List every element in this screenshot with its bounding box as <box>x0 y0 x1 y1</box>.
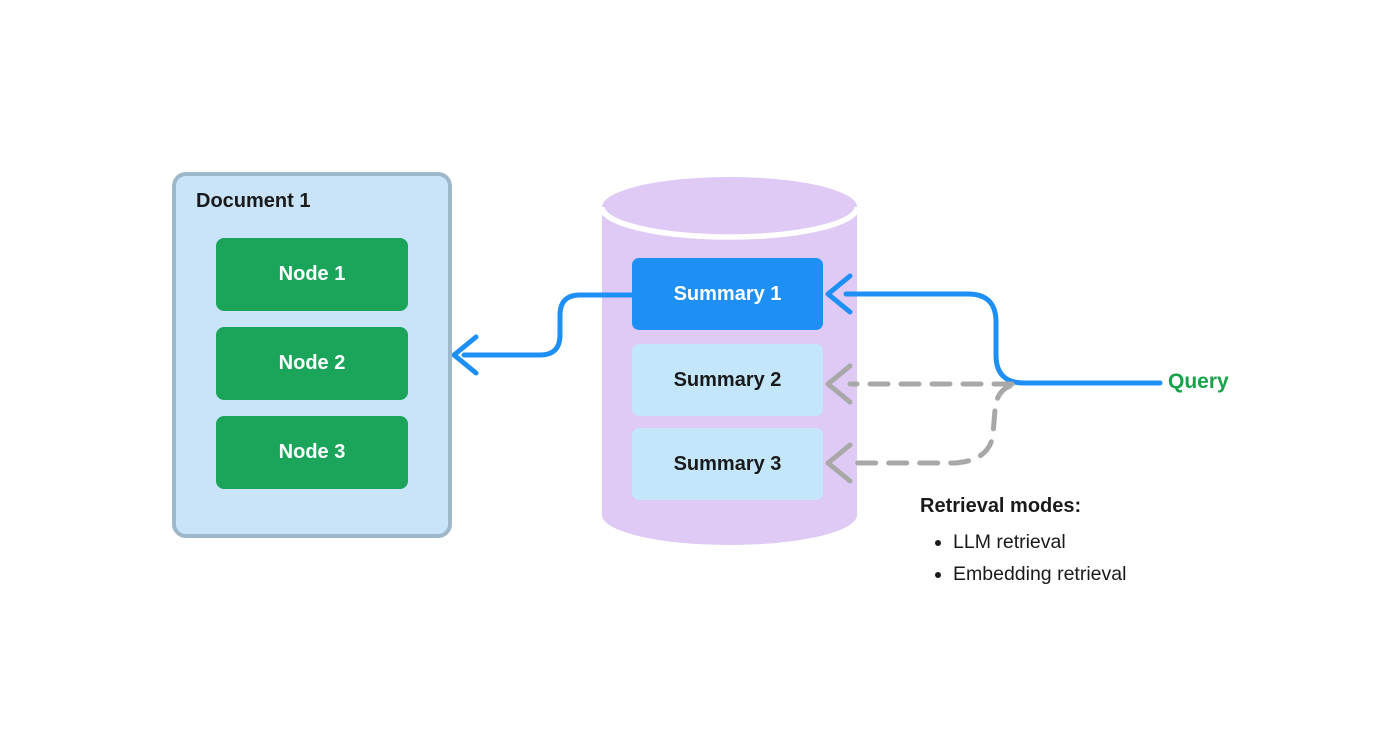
summary-3: Summary 3 <box>632 428 823 500</box>
document-box: Document 1 Node 1 Node 2 Node 3 <box>172 172 452 538</box>
node-3: Node 3 <box>216 416 408 489</box>
retrieval-mode-item: Embedding retrieval <box>953 558 1240 590</box>
node-1: Node 1 <box>216 238 408 311</box>
arrowhead-query-to-summary3 <box>825 442 853 484</box>
retrieval-modes-heading: Retrieval modes: <box>920 495 1082 517</box>
arrow-summary1-to-document <box>461 292 635 358</box>
arrow-query-to-summary3 <box>847 383 1013 466</box>
document-title: Document 1 <box>196 190 311 212</box>
node-2: Node 2 <box>216 327 408 400</box>
arrow-query-to-summary1 <box>843 291 1163 386</box>
summary-2: Summary 2 <box>632 344 823 416</box>
retrieval-modes-block: Retrieval modes: LLM retrieval Embedding… <box>920 495 1240 590</box>
retrieval-modes-list: LLM retrieval Embedding retrieval <box>953 526 1240 590</box>
arrowhead-query-to-summary1 <box>825 273 853 315</box>
database-cylinder-seam <box>599 206 860 240</box>
summary-1: Summary 1 <box>632 258 823 330</box>
retrieval-mode-item: LLM retrieval <box>953 526 1240 558</box>
arrowhead-query-to-summary2 <box>825 363 853 405</box>
query-label: Query <box>1168 370 1229 393</box>
arrowhead-summary1-to-document <box>451 334 479 376</box>
